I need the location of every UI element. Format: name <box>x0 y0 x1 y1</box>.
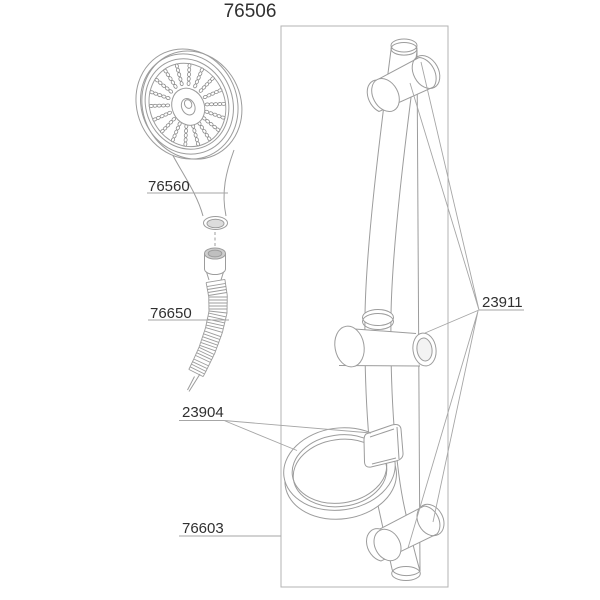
bar-top-cap-rim <box>390 42 418 56</box>
hose-end-tip <box>187 373 201 392</box>
hand-shower-drawing <box>135 48 243 230</box>
slider-sleeve-rim <box>362 313 394 330</box>
ring-clamp-body <box>363 424 404 468</box>
bracket-face <box>371 78 400 112</box>
slider-sleeve <box>362 309 394 326</box>
wall-bracket-bottom-drawing <box>366 503 445 562</box>
ring-inner-wall <box>292 438 388 508</box>
hose-collar <box>206 271 224 281</box>
ring-clamp-drawing <box>363 424 404 468</box>
hose-nut-body <box>204 253 226 275</box>
bracket-end-rim <box>416 503 445 537</box>
parts-box-outline <box>280 25 449 588</box>
wall-bracket-top-drawing <box>366 55 441 113</box>
shower-head-face <box>135 48 243 160</box>
leader-23904 <box>179 420 372 451</box>
slider-face <box>334 325 365 368</box>
bracket-face <box>373 528 402 562</box>
bar-bottom-cap <box>391 566 421 581</box>
head-hub-ring <box>180 98 196 116</box>
bar-top-cap <box>390 38 418 53</box>
part-label-hand-shower: 76560 <box>148 178 190 195</box>
head-face-rim <box>144 58 230 150</box>
head-hub-center <box>183 99 193 109</box>
hose-nut-opening <box>207 249 223 258</box>
head-hub <box>171 87 206 126</box>
handle-right-edge <box>223 149 235 217</box>
ring-clamp-detail <box>369 426 400 465</box>
diagram-title: 76506 <box>224 1 277 22</box>
hose-ribbed-tube <box>188 278 228 378</box>
part-label-brackets: 23911 <box>482 294 523 311</box>
leader-23911 <box>407 61 524 549</box>
part-label-ring: 23904 <box>182 404 224 421</box>
head-mid-rim <box>140 53 234 155</box>
handle-outlet-opening <box>206 218 225 229</box>
part-label-hose: 76650 <box>150 305 192 322</box>
handle-cup-opening <box>416 337 433 362</box>
part-label-slide-bar-set: 76603 <box>182 520 224 537</box>
shower-hose-drawing <box>187 247 228 392</box>
slider-holder-drawing <box>334 309 437 368</box>
bracket-end-rim <box>411 55 441 89</box>
leader-lines <box>147 61 524 549</box>
